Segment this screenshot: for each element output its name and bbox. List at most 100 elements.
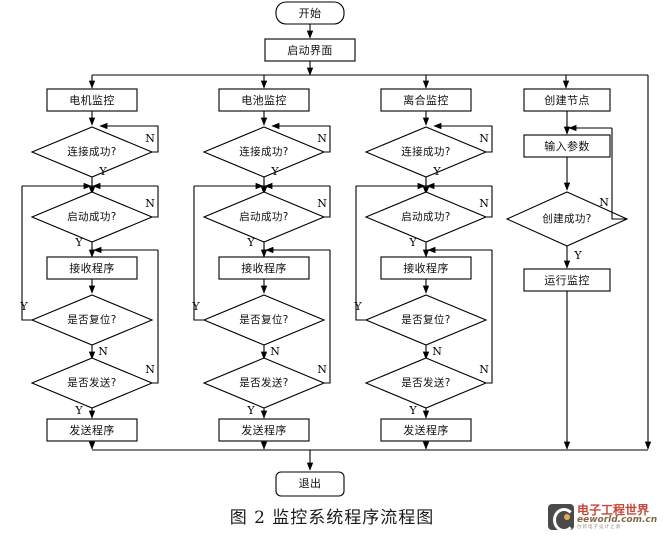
node-battery-send-label: 是否发送? bbox=[239, 376, 289, 389]
node-battery-sendprog-label: 发送程序 bbox=[241, 423, 287, 437]
node-battery-sendprog: 发送程序 bbox=[218, 418, 310, 442]
node-motor-send-decision: 是否发送? bbox=[30, 357, 154, 409]
label-battery-connect-yes: Y bbox=[270, 165, 279, 178]
node-startup-ui: 启动界面 bbox=[264, 38, 356, 62]
node-battery-header-label: 电池监控 bbox=[241, 93, 287, 107]
edge-battery-connect-no-loop bbox=[271, 122, 331, 153]
label-motor-connect-yes: Y bbox=[98, 165, 107, 178]
node-clutch-sendprog: 发送程序 bbox=[380, 418, 472, 442]
edge-clutch-start-no-loop bbox=[486, 186, 493, 218]
node-exit-label: 退出 bbox=[299, 476, 322, 490]
node-motor-header: 电机监控 bbox=[46, 88, 138, 112]
label-battery-start-yes: Y bbox=[246, 236, 255, 249]
eeworld-logo-icon bbox=[548, 504, 575, 532]
node-motor-sendprog-label: 发送程序 bbox=[69, 423, 115, 437]
node-clutch-sendprog-label: 发送程序 bbox=[403, 423, 449, 437]
label-battery-reset-yes: Y bbox=[191, 300, 200, 313]
node-motor-header-label: 电机监控 bbox=[69, 93, 115, 107]
node-start: 开始 bbox=[275, 1, 345, 25]
node-clutch-start-decision: 启动成功? bbox=[364, 191, 488, 243]
node-motor-start-decision: 启动成功? bbox=[30, 191, 154, 243]
node-input-params-label: 输入参数 bbox=[544, 139, 590, 153]
node-run-monitor: 运行监控 bbox=[523, 268, 611, 292]
edge-battery-reset-yes-loop bbox=[193, 186, 204, 321]
label-clutch-send-yes: Y bbox=[408, 404, 417, 417]
label-clutch-reset-no: N bbox=[432, 345, 442, 358]
node-clutch-send-label: 是否发送? bbox=[401, 376, 451, 389]
node-battery-reset-label: 是否复位? bbox=[239, 313, 289, 326]
edge-motor-start-no-loop bbox=[152, 186, 159, 218]
node-battery-start-label: 启动成功? bbox=[239, 210, 289, 223]
node-battery-send-decision: 是否发送? bbox=[202, 357, 326, 409]
label-createok-yes: Y bbox=[573, 249, 582, 262]
column-node: 创建节点 输入参数 创建成功? N Y 运行监控 bbox=[505, 88, 629, 450]
label-motor-send-yes: Y bbox=[74, 404, 83, 417]
edge-clutch-reset-yes-loop bbox=[355, 186, 366, 321]
node-clutch-connect-decision: 连接成功? bbox=[364, 126, 488, 178]
edge-battery-send-no-loop bbox=[324, 250, 331, 384]
node-battery-receive-label: 接收程序 bbox=[241, 261, 287, 275]
watermark-brand-en: eeworld.com.cn bbox=[577, 515, 658, 526]
node-motor-connect-label: 连接成功? bbox=[67, 145, 117, 158]
label-battery-send-yes: Y bbox=[246, 404, 255, 417]
node-clutch-reset-decision: 是否复位? bbox=[364, 294, 488, 346]
node-create-header: 创建节点 bbox=[523, 88, 611, 112]
node-battery-reset-decision: 是否复位? bbox=[202, 294, 326, 346]
node-motor-start-label: 启动成功? bbox=[67, 210, 117, 223]
edge-motor-reset-yes-loop bbox=[21, 186, 32, 321]
node-motor-receive: 接收程序 bbox=[46, 256, 138, 280]
node-exit: 退出 bbox=[275, 471, 345, 497]
node-motor-connect-decision: 连接成功? bbox=[30, 126, 154, 178]
node-motor-reset-label: 是否复位? bbox=[67, 313, 117, 326]
node-battery-header: 电池监控 bbox=[218, 88, 310, 112]
node-motor-reset-decision: 是否复位? bbox=[30, 294, 154, 346]
node-input-params: 输入参数 bbox=[523, 134, 611, 158]
node-clutch-header-label: 离合监控 bbox=[403, 93, 449, 107]
label-motor-connect-no: N bbox=[145, 132, 155, 145]
watermark-brand-cn: 电子工程世界 bbox=[577, 502, 650, 517]
node-create-header-label: 创建节点 bbox=[544, 93, 590, 107]
label-motor-reset-yes: Y bbox=[19, 300, 28, 313]
node-run-monitor-label: 运行监控 bbox=[544, 273, 590, 287]
label-clutch-start-yes: Y bbox=[408, 236, 417, 249]
column-clutch: 离合监控 连接成功? N Y 启动成功? N Y bbox=[353, 88, 493, 450]
node-clutch-receive: 接收程序 bbox=[380, 256, 472, 280]
label-motor-start-no: N bbox=[145, 197, 155, 210]
node-motor-send-label: 是否发送? bbox=[67, 376, 117, 389]
node-clutch-reset-label: 是否复位? bbox=[401, 313, 451, 326]
node-clutch-connect-label: 连接成功? bbox=[401, 145, 451, 158]
edge-createok-no-loop bbox=[611, 128, 627, 220]
column-battery: 电池监控 连接成功? N Y 启动成功? N Y bbox=[191, 88, 331, 450]
label-clutch-connect-yes: Y bbox=[432, 165, 441, 178]
label-motor-send-no: N bbox=[145, 363, 155, 376]
node-clutch-send-decision: 是否发送? bbox=[364, 357, 488, 409]
watermark-text-group: 电子工程世界 eeworld.com.cn 创新电子设计之源 bbox=[577, 504, 657, 531]
figure-caption: 图 2 监控系统程序流程图 bbox=[229, 508, 435, 528]
label-motor-start-yes: Y bbox=[74, 236, 83, 249]
label-battery-reset-no: N bbox=[270, 345, 280, 358]
node-startup-ui-label: 启动界面 bbox=[287, 44, 333, 57]
node-create-ok-label: 创建成功? bbox=[542, 212, 592, 225]
label-battery-start-no: N bbox=[317, 197, 327, 210]
edge-motor-connect-no-loop bbox=[99, 122, 159, 153]
node-clutch-start-label: 启动成功? bbox=[401, 210, 451, 223]
label-battery-connect-no: N bbox=[317, 132, 327, 145]
label-clutch-reset-yes: Y bbox=[353, 300, 362, 313]
label-clutch-connect-no: N bbox=[479, 132, 489, 145]
node-motor-sendprog: 发送程序 bbox=[46, 418, 138, 442]
node-battery-start-decision: 启动成功? bbox=[202, 191, 326, 243]
label-clutch-send-no: N bbox=[479, 363, 489, 376]
node-motor-receive-label: 接收程序 bbox=[69, 261, 115, 275]
node-clutch-receive-label: 接收程序 bbox=[403, 261, 449, 275]
node-clutch-header: 离合监控 bbox=[380, 88, 472, 112]
node-start-label: 开始 bbox=[299, 6, 322, 20]
watermark-tagline: 创新电子设计之源 bbox=[577, 524, 621, 530]
edge-battery-start-no-loop bbox=[324, 186, 331, 218]
node-battery-receive: 接收程序 bbox=[218, 256, 310, 280]
column-motor: 电机监控 连接成功? N Y 启动成功? N bbox=[19, 88, 159, 450]
label-createok-no: N bbox=[599, 196, 609, 209]
node-battery-connect-decision: 连接成功? bbox=[202, 126, 326, 178]
edge-motor-send-no-loop bbox=[152, 250, 159, 384]
